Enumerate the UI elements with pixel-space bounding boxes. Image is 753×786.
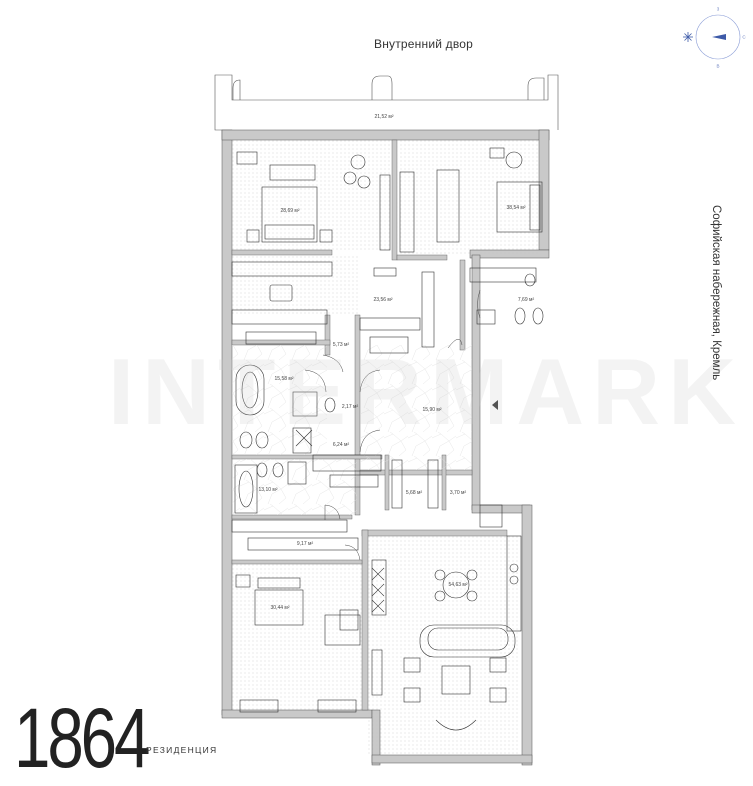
room-area-bath-3: 13,10 м² bbox=[258, 487, 278, 493]
room-area-living: 54,63 м² bbox=[448, 582, 468, 588]
compass-north-label: 3 bbox=[716, 6, 720, 12]
room-area-balcony: 21,52 м² bbox=[374, 114, 394, 120]
room-area-storage-1: 5,68 м² bbox=[405, 490, 423, 496]
room-area-bedroom-1: 28,69 м² bbox=[280, 208, 300, 214]
logo-word: РЕЗИДЕНЦИЯ bbox=[146, 745, 218, 755]
balcony bbox=[214, 74, 559, 131]
floor-textures bbox=[232, 140, 539, 756]
room-area-laundry: 6,24 м² bbox=[332, 442, 350, 448]
compass-east-label: С bbox=[742, 34, 746, 40]
room-area-storage-2: 3,70 м² bbox=[449, 490, 467, 496]
room-area-dressing-1: 23,56 м² bbox=[373, 297, 393, 303]
watermark: INTERMARK bbox=[108, 339, 744, 444]
courtyard-label: Внутренний двор bbox=[374, 37, 474, 51]
room-area-bedroom-3: 30,44 м² bbox=[270, 605, 290, 611]
room-area-wardrobe-1: 5,73 м² bbox=[332, 342, 350, 348]
room-area-bath-1: 7,69 м² bbox=[517, 297, 535, 303]
logo-number: 1864 bbox=[14, 691, 150, 785]
room-area-bath-2: 15,58 м² bbox=[274, 376, 294, 382]
room-area-wc-1: 2,17 м² bbox=[341, 404, 359, 410]
compass-south-label: В bbox=[716, 63, 720, 69]
room-area-corridor: 9,17 м² bbox=[296, 541, 314, 547]
embankment-label: Софийская набережная, Кремль bbox=[710, 205, 722, 381]
door-swings bbox=[304, 289, 481, 561]
furniture bbox=[231, 147, 544, 731]
entrance-marker bbox=[492, 400, 498, 410]
room-area-bedroom-2: 38,54 м² bbox=[506, 205, 526, 211]
room-area-hall: 15,90 м² bbox=[422, 407, 442, 413]
compass-rose bbox=[683, 14, 741, 60]
